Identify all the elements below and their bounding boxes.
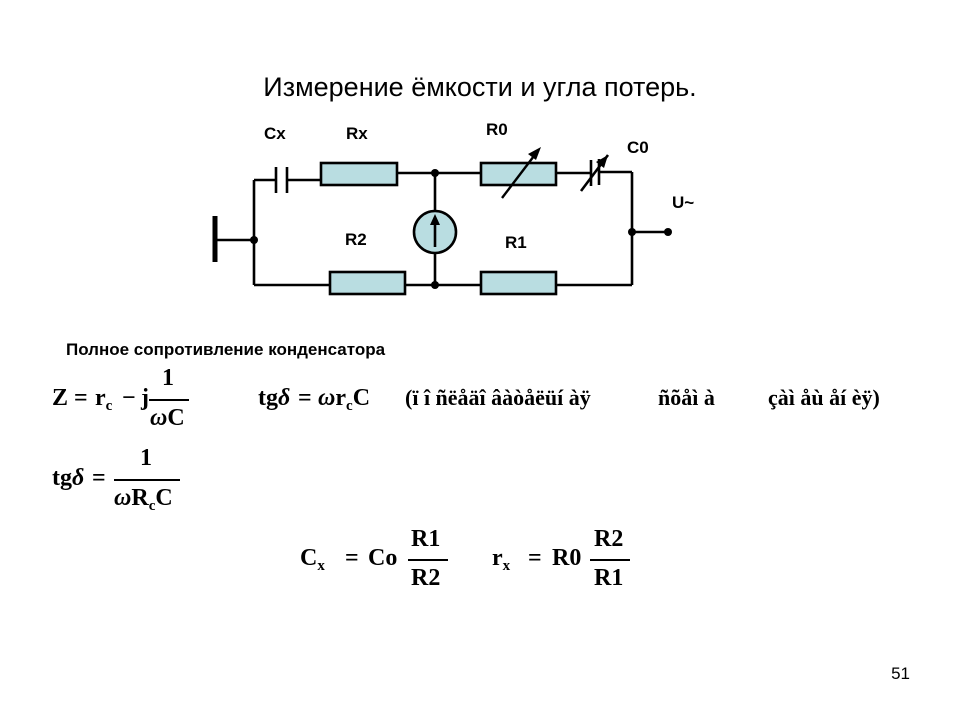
label-r0: R0: [486, 120, 508, 139]
slide-title: Измерение ёмкости и угла потерь.: [263, 72, 697, 102]
label-r2: R2: [345, 230, 367, 249]
resistor-r1: [479, 270, 558, 296]
label-c0: C0: [627, 138, 649, 157]
page-number: 51: [891, 664, 910, 683]
resistor-rx: [319, 161, 399, 187]
junction-dots: [250, 169, 636, 289]
resistor-r2: [328, 270, 407, 296]
label-rx: Rx: [346, 124, 368, 143]
variable-arrow-r0-icon: [501, 147, 541, 199]
right-terminal-icon: [664, 228, 672, 236]
capacitor-cx: [274, 167, 289, 193]
label-r1: R1: [505, 233, 527, 252]
resistor-r0: [479, 161, 558, 187]
section-title: Полное сопротивление конденсатора: [66, 340, 386, 359]
label-u: U~: [672, 193, 695, 212]
galvanometer-icon: [412, 209, 458, 255]
capacitor-c0: [579, 154, 610, 192]
label-cx: Cx: [264, 124, 286, 143]
